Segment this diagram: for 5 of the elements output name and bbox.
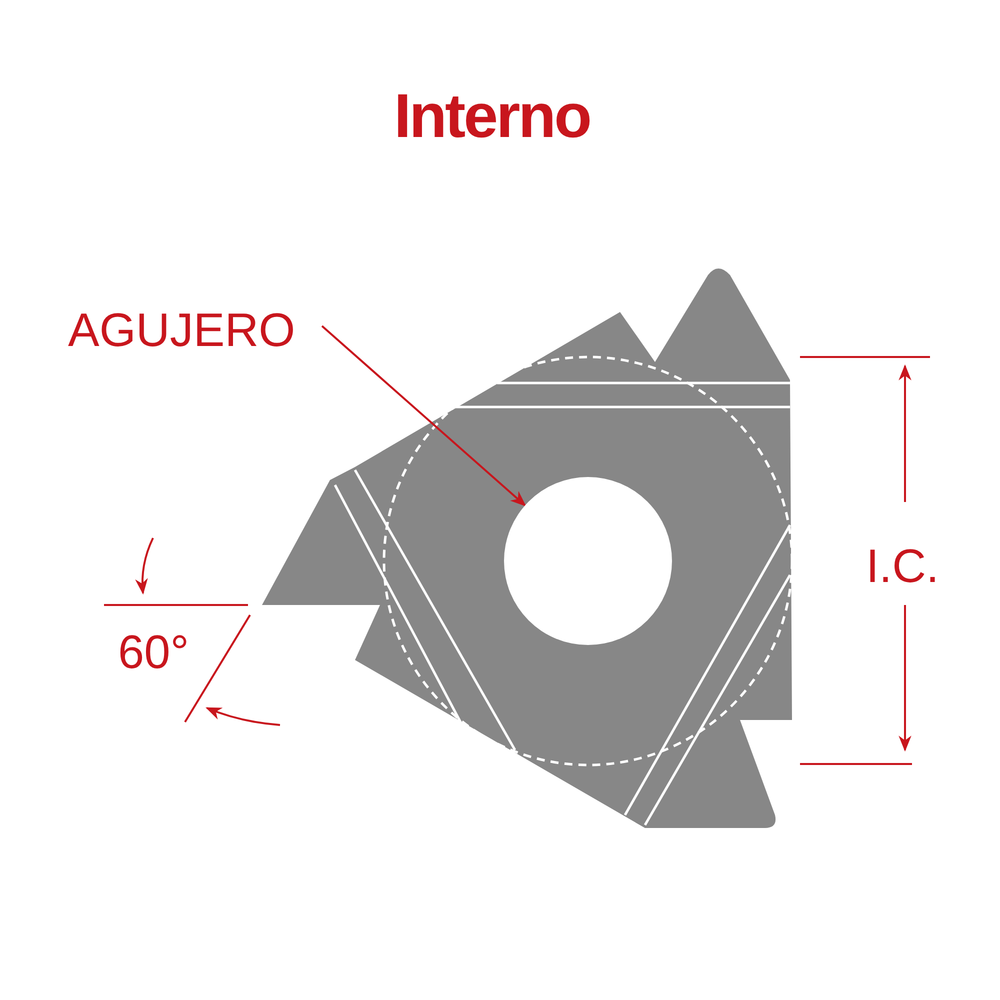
leader-arrow (321, 325, 526, 506)
angle-label: 60° (118, 628, 190, 675)
title: Interno (392, 86, 592, 148)
part-label: AGUJERO (68, 306, 296, 353)
dimension-label: I.C. (866, 542, 940, 589)
